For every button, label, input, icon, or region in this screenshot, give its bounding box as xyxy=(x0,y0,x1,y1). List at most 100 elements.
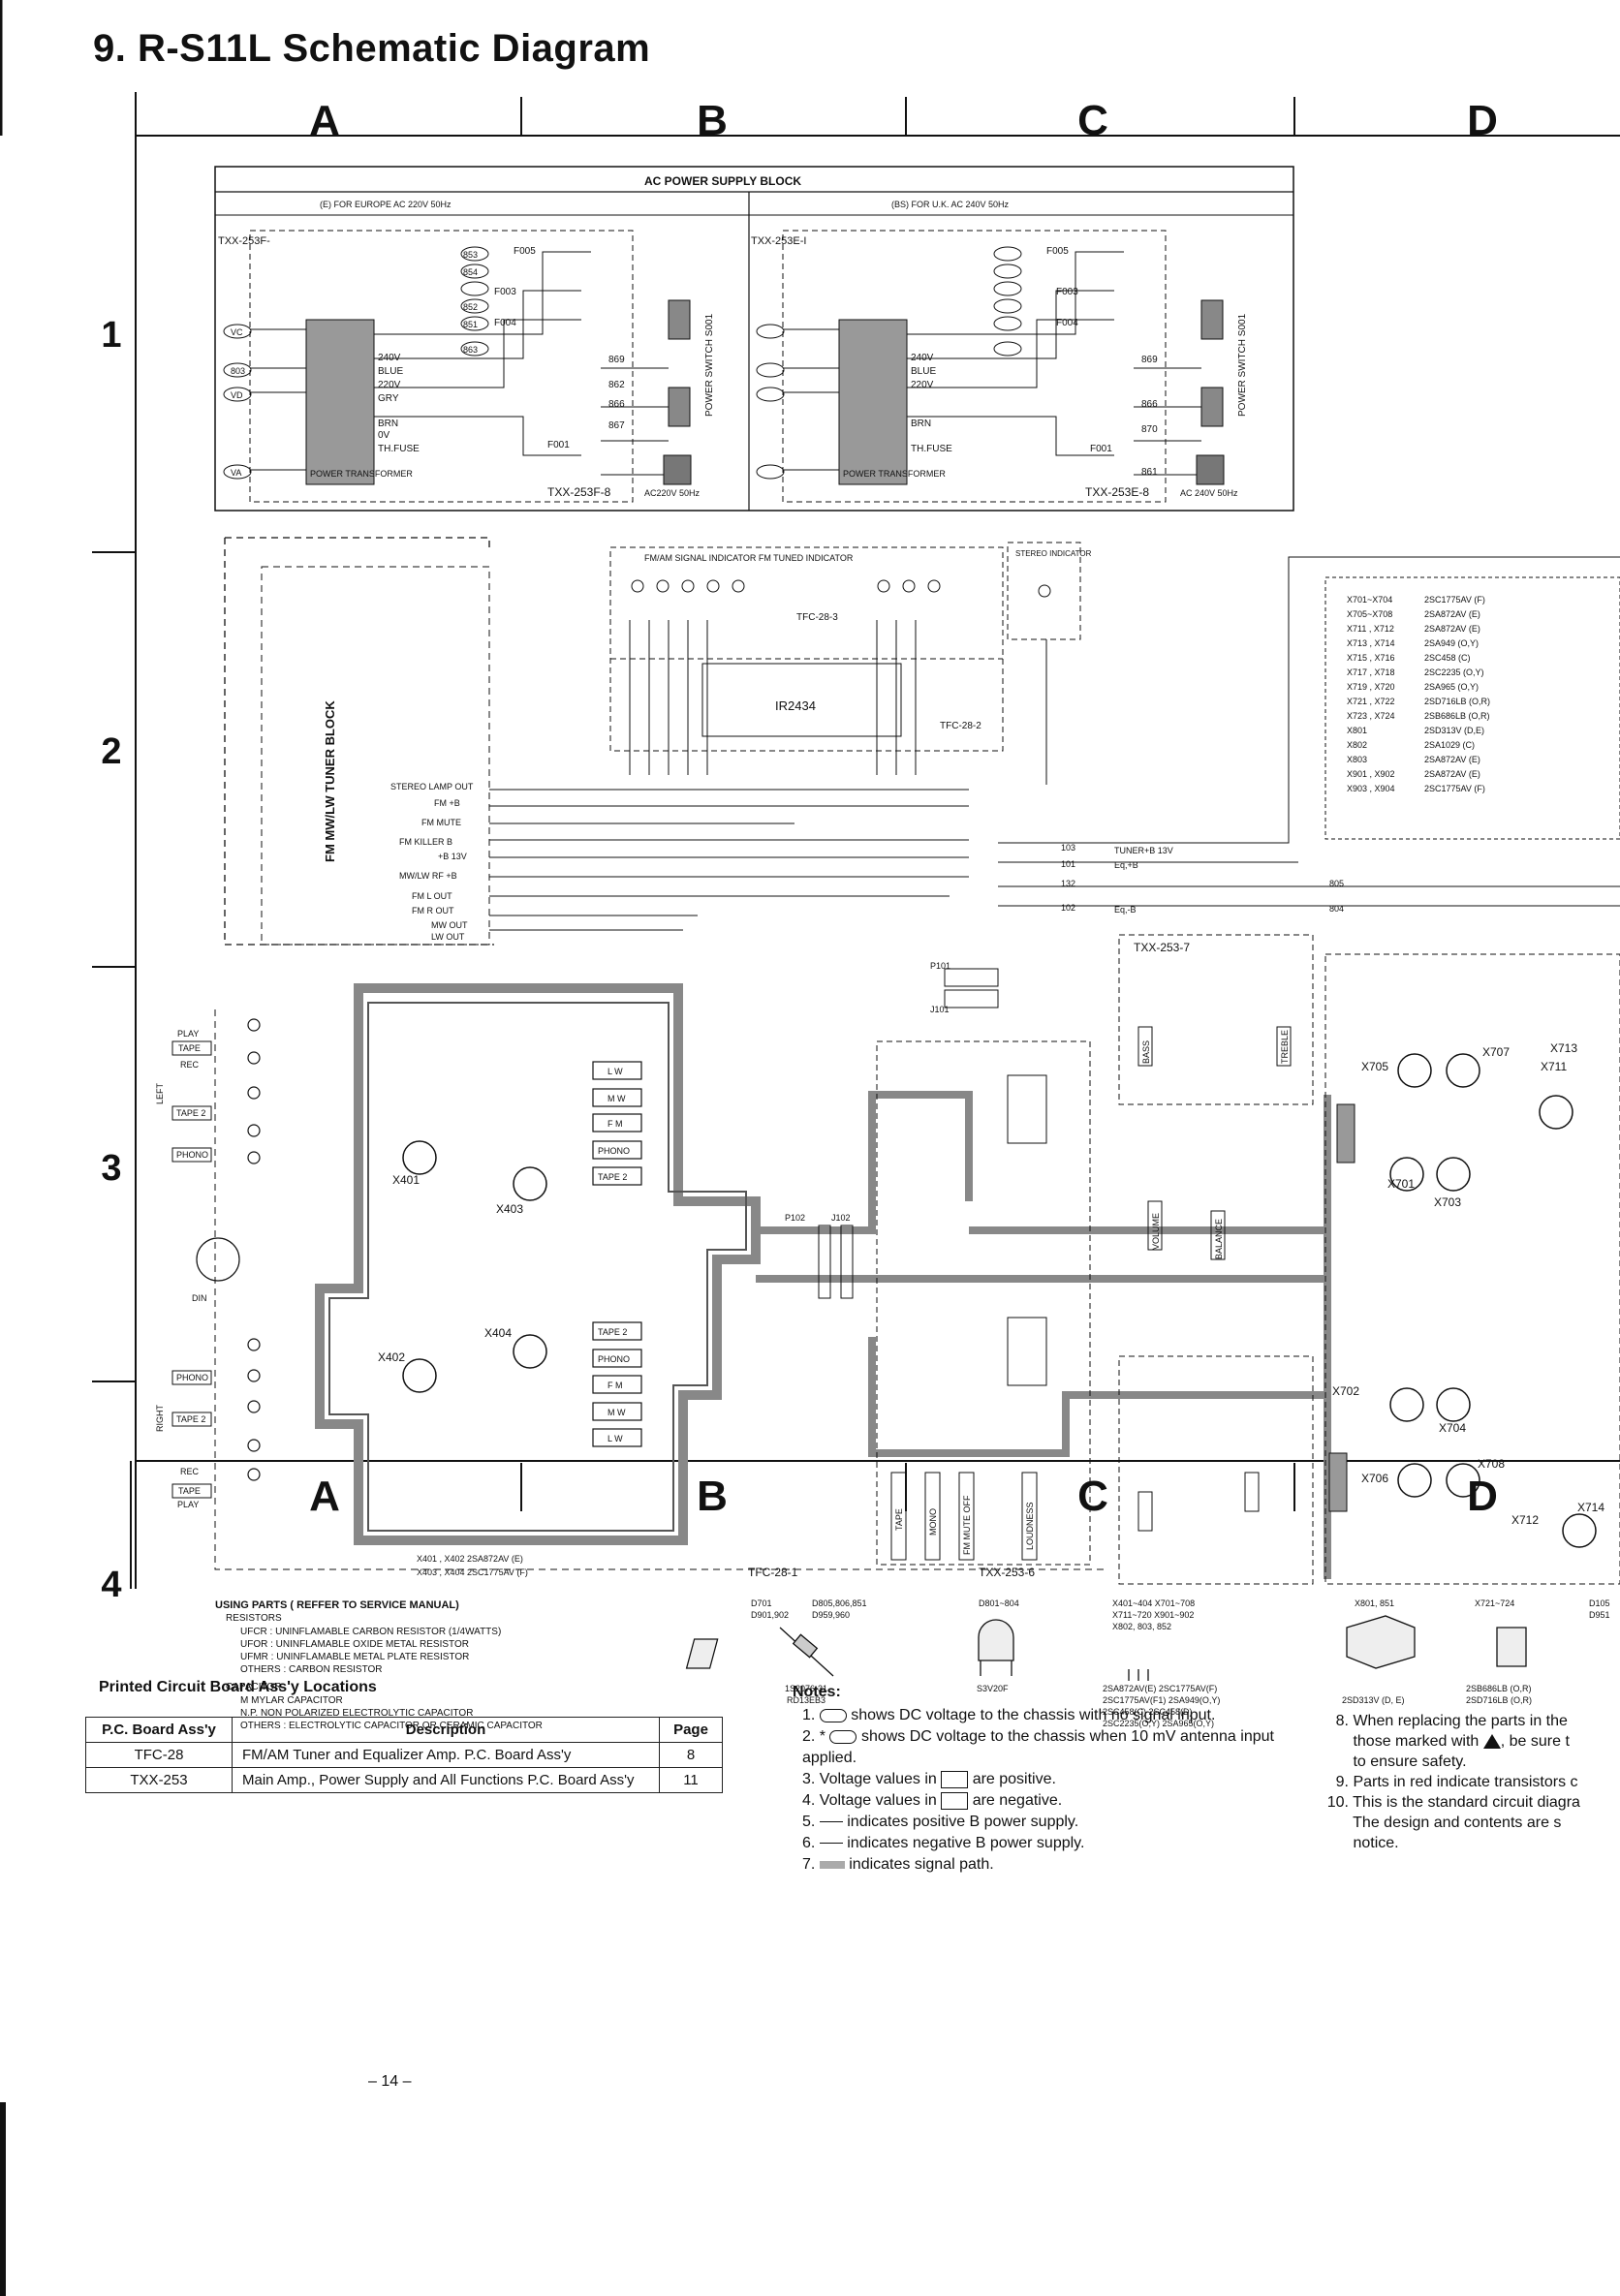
note-text: notice. xyxy=(1353,1835,1399,1851)
eq-minus-label: Eq,-B xyxy=(1114,905,1137,915)
comp-5-ids-b: D951 xyxy=(1589,1610,1610,1620)
board-e-bottom-label: TXX-253F-8 xyxy=(547,485,611,499)
fuse-f004: F004 xyxy=(494,318,516,328)
node-103: 103 xyxy=(1061,843,1075,853)
selector-top-tape2: TAPE 2 xyxy=(598,1172,627,1182)
side-left-label: LEFT xyxy=(155,1082,165,1104)
tuner-signal-stereo-lamp: STEREO LAMP OUT xyxy=(390,782,474,791)
comp-2-part-c: 2SC458(C) 2SC458(D) xyxy=(1103,1707,1193,1717)
comp-3-ids: X801, 851 xyxy=(1355,1598,1394,1608)
comp-2-part-b: 2SC1775AV(F1) 2SA949(O,Y) xyxy=(1103,1695,1220,1705)
fuse-f001: F001 xyxy=(547,440,570,450)
note-text: When replacing the parts in the xyxy=(1353,1713,1568,1729)
control-treble: TREBLE xyxy=(1280,1030,1290,1064)
right-input-tape: TAPE xyxy=(178,1486,201,1496)
tap-0v: 0V xyxy=(378,430,390,441)
column-label-d-bottom: D xyxy=(1467,1473,1498,1520)
note-text: , be sure t xyxy=(1500,1733,1570,1750)
fuse-f003: F003 xyxy=(494,287,516,297)
board-uk-bottom-label: TXX-253E-8 xyxy=(1085,485,1149,499)
tt-row-0-part: 2SC1775AV (F) xyxy=(1424,595,1485,605)
pcb-cell: FM/AM Tuner and Equalizer Amp. P.C. Boar… xyxy=(232,1742,660,1768)
note-text: indicates signal path. xyxy=(849,1856,994,1873)
signal-path-marker-icon xyxy=(819,1860,845,1869)
tt-row-8-part: 2SB686LB (O,R) xyxy=(1424,711,1490,721)
board-tfc-28-1: TFC-28-1 xyxy=(748,1566,798,1579)
tt-row-11-id: X803 xyxy=(1347,755,1367,764)
conn-861-uk: 861 xyxy=(1141,467,1158,478)
right-input-phono: PHONO xyxy=(176,1373,208,1382)
control-volume: VOLUME xyxy=(1151,1213,1161,1250)
connector-853: 853 xyxy=(463,250,478,260)
left-input-phono: PHONO xyxy=(176,1150,208,1160)
column-label-c-bottom: C xyxy=(1077,1473,1108,1520)
switch-mono: MONO xyxy=(928,1508,938,1536)
column-label-b-bottom: B xyxy=(697,1473,728,1520)
note-num: 3. xyxy=(802,1771,816,1787)
tuner-signal-mw-out: MW OUT xyxy=(431,920,468,930)
note-item: The design and contents are s xyxy=(1324,1813,1620,1833)
transistor-x711: X711 xyxy=(1541,1060,1567,1073)
tuner-block xyxy=(224,537,1620,946)
pcb-cell: TFC-28 xyxy=(85,1742,233,1768)
note-text: are positive. xyxy=(972,1771,1056,1787)
notes-section: Notes: 1. shows DC voltage to the chassi… xyxy=(793,1682,1296,1876)
control-bass: BASS xyxy=(1141,1040,1151,1064)
page-title: 9. R-S11L Schematic Diagram xyxy=(93,27,651,70)
note-pre: * xyxy=(819,1728,826,1745)
comp-5-ids-a: D105 xyxy=(1589,1598,1610,1608)
power-block-europe-label: (E) FOR EUROPE AC 220V 50Hz xyxy=(320,200,452,209)
note-text: to ensure safety. xyxy=(1353,1753,1467,1770)
tap-brn: BRN xyxy=(378,419,398,429)
notes-right-section: 8. When replacing the parts in the those… xyxy=(1324,1711,1620,1853)
ac-uk-label: AC 240V 50Hz xyxy=(1180,488,1238,498)
tap-blue-uk: BLUE xyxy=(911,366,936,377)
tt-row-7-id: X721 , X722 xyxy=(1347,697,1395,706)
node-102: 102 xyxy=(1061,903,1075,913)
note-text: indicates negative B power supply. xyxy=(847,1835,1085,1851)
tt-row-10-part: 2SA1029 (C) xyxy=(1424,740,1475,750)
note-text: indicates positive B power supply. xyxy=(847,1814,1079,1830)
pcb-cell: 11 xyxy=(659,1767,723,1793)
connector-j101: J101 xyxy=(930,1005,950,1014)
note-item: 5. indicates positive B power supply. xyxy=(793,1812,1296,1833)
tap-blue: BLUE xyxy=(378,366,403,377)
note-num: 8. xyxy=(1335,1713,1349,1729)
conn-862: 862 xyxy=(608,380,625,390)
tt-row-12-part: 2SA872AV (E) xyxy=(1424,769,1480,779)
tuner-signal-b13v: +B 13V xyxy=(438,852,467,861)
connector-852: 852 xyxy=(463,302,478,312)
comp-1-ids: D801~804 xyxy=(979,1598,1019,1608)
comp-2-ids-b: X711~720 X901~902 xyxy=(1112,1610,1194,1620)
tap-240v: 240V xyxy=(378,353,401,363)
column-label-a-bottom: A xyxy=(309,1473,340,1520)
transistor-x712: X712 xyxy=(1511,1513,1539,1527)
note-item: to ensure safety. xyxy=(1324,1752,1620,1772)
parts-legend-resistors: RESISTORS xyxy=(226,1613,282,1624)
note-text: shows DC voltage to the chassis with no … xyxy=(851,1707,1216,1723)
conn-866: 866 xyxy=(608,399,625,410)
power-switch-label-uk: POWER SWITCH S001 xyxy=(1237,313,1248,417)
note-item: 10. This is the standard circuit diagra xyxy=(1324,1792,1620,1813)
right-input-tape2: TAPE 2 xyxy=(176,1414,205,1424)
note-text: are negative. xyxy=(972,1792,1063,1809)
stereo-indicator-label: STEREO INDICATOR xyxy=(1015,549,1092,558)
tt-row-1-part: 2SA872AV (E) xyxy=(1424,609,1480,619)
parts-legend-capacitor: CAPACITOR xyxy=(226,1682,281,1692)
power-block-title: AC POWER SUPPLY BLOCK xyxy=(644,174,801,188)
tt-row-4-part: 2SC458 (C) xyxy=(1424,653,1471,663)
note-num: 5. xyxy=(802,1814,816,1830)
board-txx-253-6: TXX-253-6 xyxy=(979,1566,1035,1579)
comp-2-part-d: 2SC2235(O,Y) 2SA965(O,Y) xyxy=(1103,1719,1214,1728)
tap-220v-uk: 220V xyxy=(911,380,934,390)
tt-row-9-part: 2SD313V (D,E) xyxy=(1424,726,1484,735)
tt-row-8-id: X723 , X724 xyxy=(1347,711,1395,721)
conn-870-uk: 870 xyxy=(1141,424,1158,435)
grid-frame xyxy=(0,0,1620,1589)
transistor-x705: X705 xyxy=(1361,1060,1388,1073)
line-marker-icon xyxy=(819,1843,843,1845)
transistor-x402: X402 xyxy=(378,1350,405,1364)
warning-triangle-icon xyxy=(1482,1734,1501,1750)
parts-legend-r-line-1: UFOR : UNINFLAMABLE OXIDE METAL RESISTOR xyxy=(240,1639,469,1650)
transistor-x704: X704 xyxy=(1439,1421,1466,1435)
